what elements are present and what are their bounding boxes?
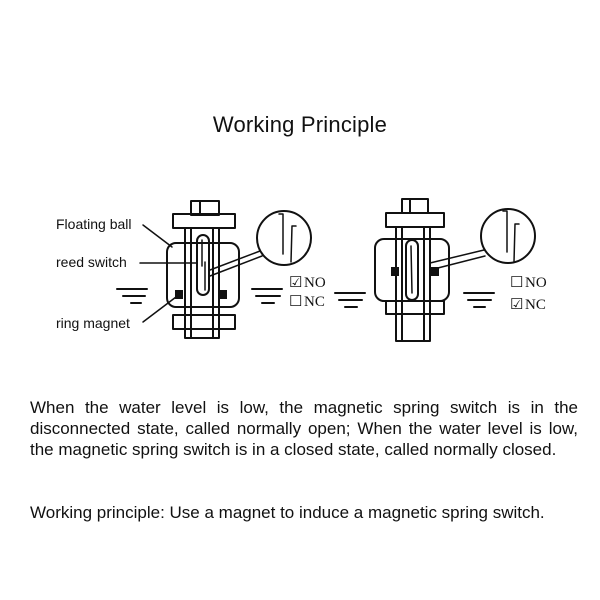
left-nc-label: NC <box>304 294 325 310</box>
right-magnet-square <box>391 267 399 276</box>
right-float-assembly <box>334 198 536 342</box>
right-no-checkbox-icon: ☐ <box>510 275 523 291</box>
left-float-assembly <box>116 200 312 339</box>
right-no-label: NO <box>525 275 547 291</box>
description-paragraph: When the water level is low, the magneti… <box>30 398 578 459</box>
right-magnet-square <box>431 267 439 276</box>
right-state-legend: ☐ NO ☑ NC <box>510 275 547 313</box>
left-magnet-square <box>175 290 183 299</box>
label-reed-switch: reed switch <box>56 254 127 270</box>
label-ring-magnet: ring magnet <box>56 315 130 331</box>
left-magnet-square <box>219 290 227 299</box>
left-no-checkbox-icon: ☑ <box>289 275 302 291</box>
float-switch-diagram: Floating ball reed switch ring magnet ☑ … <box>56 198 547 342</box>
right-nc-label: NC <box>525 297 546 313</box>
page-title: Working Principle <box>212 112 388 137</box>
right-nc-checkbox-icon: ☑ <box>510 297 523 313</box>
left-nc-checkbox-icon: ☐ <box>289 294 302 310</box>
left-state-legend: ☑ NO ☐ NC <box>289 275 326 310</box>
left-no-label: NO <box>304 275 326 291</box>
label-floating-ball: Floating ball <box>56 216 132 232</box>
working-principle-paragraph: Working principle: Use a magnet to induc… <box>30 503 545 522</box>
